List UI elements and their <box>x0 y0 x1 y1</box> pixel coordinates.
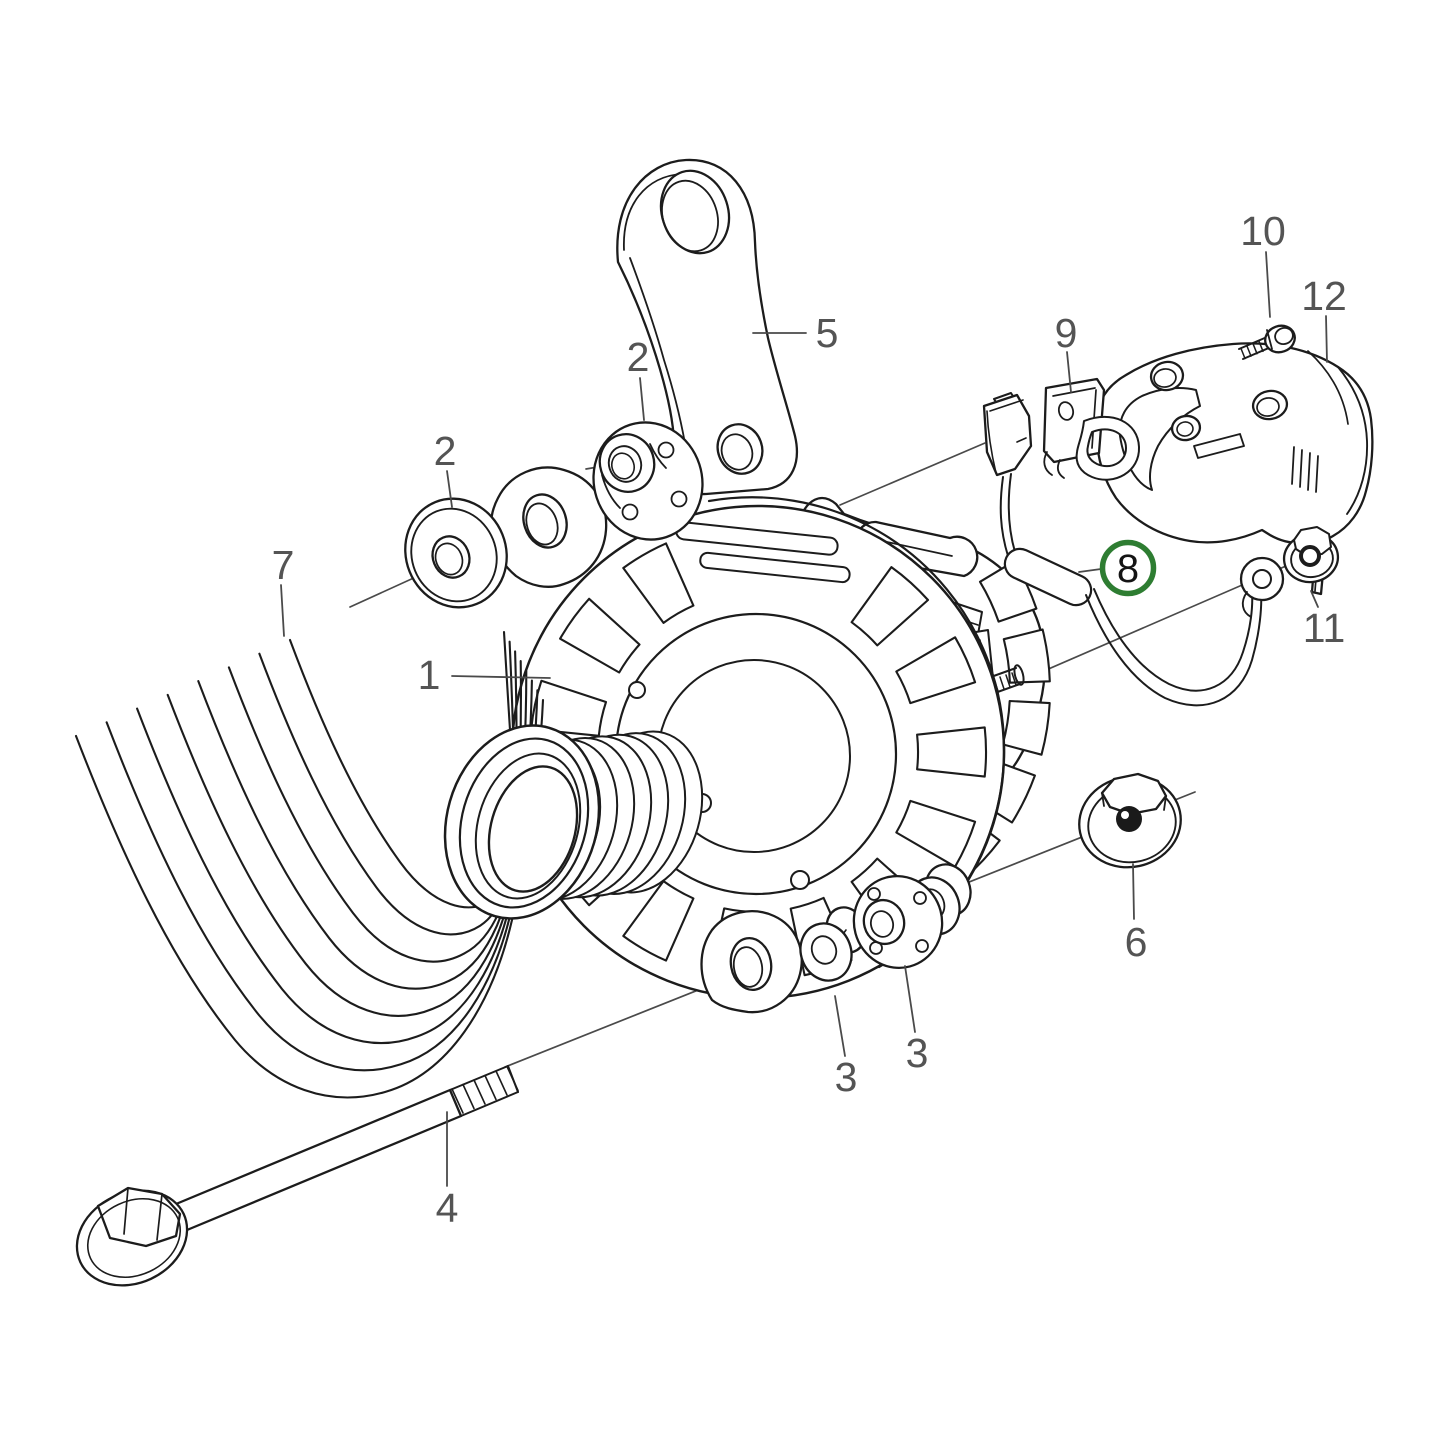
callout-4[interactable]: 4 <box>436 1111 459 1231</box>
callout-leader-line <box>639 377 645 421</box>
part-washer-flanged <box>592 421 704 541</box>
part-washer-plain <box>404 497 508 609</box>
part-small-flange-nut <box>1282 526 1340 584</box>
part-wiring-harness <box>982 392 1285 707</box>
callout-leader-line <box>1265 251 1271 318</box>
callout-number: 4 <box>436 1185 459 1231</box>
callout-2[interactable]: 2 <box>434 428 457 508</box>
callout-9[interactable]: 9 <box>1055 310 1078 393</box>
callout-leader-line <box>446 470 453 508</box>
callout-number: 12 <box>1301 273 1347 319</box>
callout-number: 10 <box>1240 208 1286 254</box>
callout-number: 9 <box>1055 310 1078 356</box>
part-flange-nut <box>1078 772 1182 869</box>
part-alternator <box>490 466 1051 1014</box>
part-alternator-pulley <box>443 724 704 920</box>
callout-leader-line <box>1325 315 1328 363</box>
callout-leader-line <box>451 675 551 679</box>
callout-number: 1 <box>418 652 441 698</box>
callout-number: 8 <box>1117 547 1139 591</box>
highlight-ring <box>1099 539 1157 597</box>
callout-number: 6 <box>1125 919 1148 965</box>
part-screw <box>1238 324 1296 360</box>
callout-leader-line <box>834 995 846 1057</box>
callout-6[interactable]: 6 <box>1125 863 1148 965</box>
callout-3[interactable]: 3 <box>834 995 858 1100</box>
callout-2[interactable]: 2 <box>627 334 650 421</box>
part-mounting-bracket <box>616 158 799 496</box>
callout-number: 5 <box>816 310 839 356</box>
callout-number: 2 <box>627 334 650 380</box>
callout-leader-line <box>1132 863 1135 920</box>
callout-number: 3 <box>835 1054 858 1100</box>
callout-12[interactable]: 12 <box>1301 273 1347 363</box>
callout-7[interactable]: 7 <box>272 542 295 637</box>
callout-number: 7 <box>272 542 295 588</box>
callout-10[interactable]: 10 <box>1240 208 1286 318</box>
callout-number: 11 <box>1303 605 1346 651</box>
callout-leader-line <box>1078 568 1102 573</box>
callout-leader-line <box>1066 351 1072 393</box>
callout-3[interactable]: 3 <box>904 965 929 1076</box>
callout-11[interactable]: 11 <box>1303 590 1346 651</box>
part-cable-clamp <box>1042 377 1141 481</box>
part-pivot-bolt <box>75 1065 519 1287</box>
callout-8[interactable]: 8 <box>1078 539 1157 597</box>
callout-number: 2 <box>434 428 457 474</box>
overlay-axis-lines <box>839 442 986 506</box>
callout-5[interactable]: 5 <box>752 310 839 356</box>
callout-leader-line <box>904 965 916 1033</box>
callout-leader-line <box>280 584 285 637</box>
callout-1[interactable]: 1 <box>418 652 551 698</box>
callout-leader-line <box>1310 590 1319 608</box>
callout-number: 3 <box>906 1030 929 1076</box>
